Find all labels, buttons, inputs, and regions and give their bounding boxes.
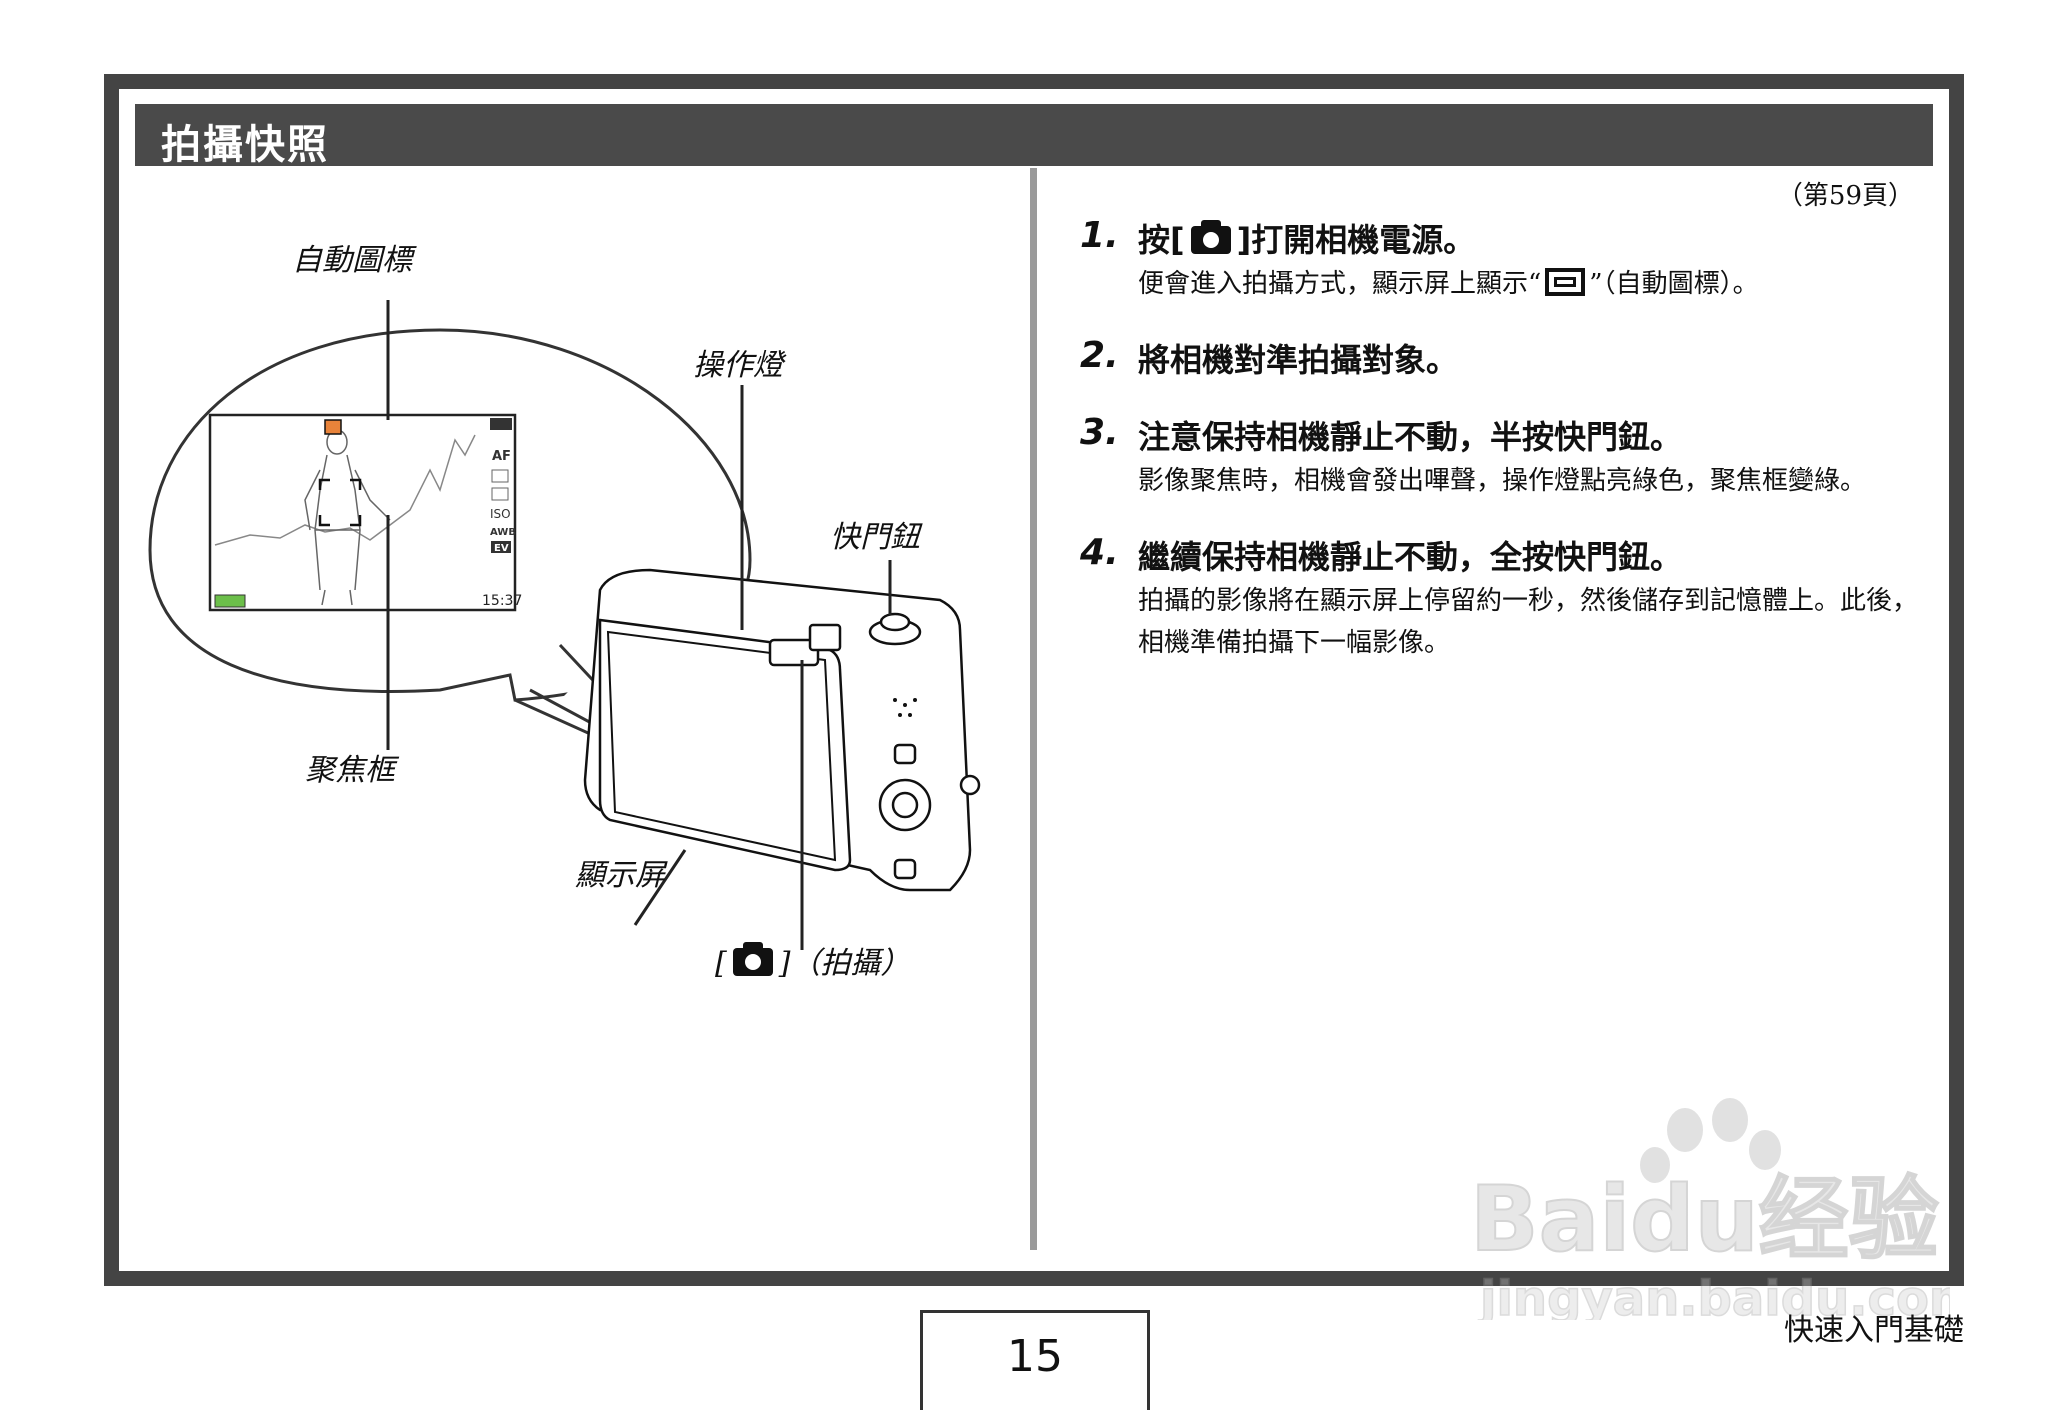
baidu-watermark: Baidu经验 jingyan.baidu.com [1470,1098,1950,1320]
lcd-awb-icon: AWB [490,527,516,538]
label-auto-icon: 自動圖標 [292,243,412,278]
page-number-box: 15 [920,1310,1150,1410]
section-title: 拍攝快照 [161,122,329,168]
label-focus-frame: 聚焦框 [305,753,395,788]
lcd-auto-icon [324,419,342,435]
lcd-icon-column: AF ISO AWB EV 15:37 [482,418,522,609]
label-monitor: 顯示屏 [575,858,665,893]
camera-icon [1190,220,1231,254]
step-heading: 將相機對準拍攝對象。 [1138,341,1459,379]
step-heading: 按[]打開相機電源。 [1138,220,1476,259]
lcd-focus-frame [318,478,362,527]
lcd-battery-icon [214,594,246,608]
column-divider [1030,168,1037,1250]
page-reference: （第59頁） [1776,181,1914,211]
label-rec-button: []（拍攝） [715,942,911,981]
step-description: 拍攝的影像將在顯示屏上停留約一秒，然後儲存到記憶體上。此後，相機準備拍攝下一幅影… [1138,586,1919,658]
label-shutter-button: 快門鈕 [830,520,920,555]
step-heading: 注意保持相機靜止不動，半按快門鈕。 [1138,418,1683,456]
camera-icon [732,942,773,976]
lcd-screen [208,413,517,612]
step-heading: 繼續保持相機靜止不動，全按快門鈕。 [1138,538,1683,576]
svg-text:Baidu经验: Baidu经验 [1470,1167,1939,1272]
label-operation-lamp: 操作燈 [693,348,783,383]
section-title-bar: 拍攝快照 [135,104,1933,168]
auto-mode-icon [1545,268,1586,296]
camera-diagram: AF ISO AWB EV 15:37 [148,300,981,950]
step-description: 便會進入拍攝方式，顯示屏上顯示“”（自動圖標）。 [1138,268,1759,299]
page-number: 15 [1007,1331,1063,1382]
footer-section-name: 快速入門基礎 [1784,1313,1964,1348]
step-number: 3. [1080,412,1119,453]
step-number: 2. [1080,335,1119,376]
step-number: 4. [1080,532,1119,573]
camera-body [583,568,981,892]
lcd-ev-icon: EV [494,543,509,554]
step-description: 影像聚焦時，相機會發出嗶聲，操作燈點亮綠色，聚焦框變綠。 [1138,466,1867,496]
lcd-time: 15:37 [482,593,522,609]
lcd-af-icon: AF [492,449,511,464]
svg-text:jingyan.baidu.com: jingyan.baidu.com [1478,1271,1950,1320]
step-number: 1. [1080,215,1119,256]
lcd-iso-icon: ISO [490,507,511,521]
